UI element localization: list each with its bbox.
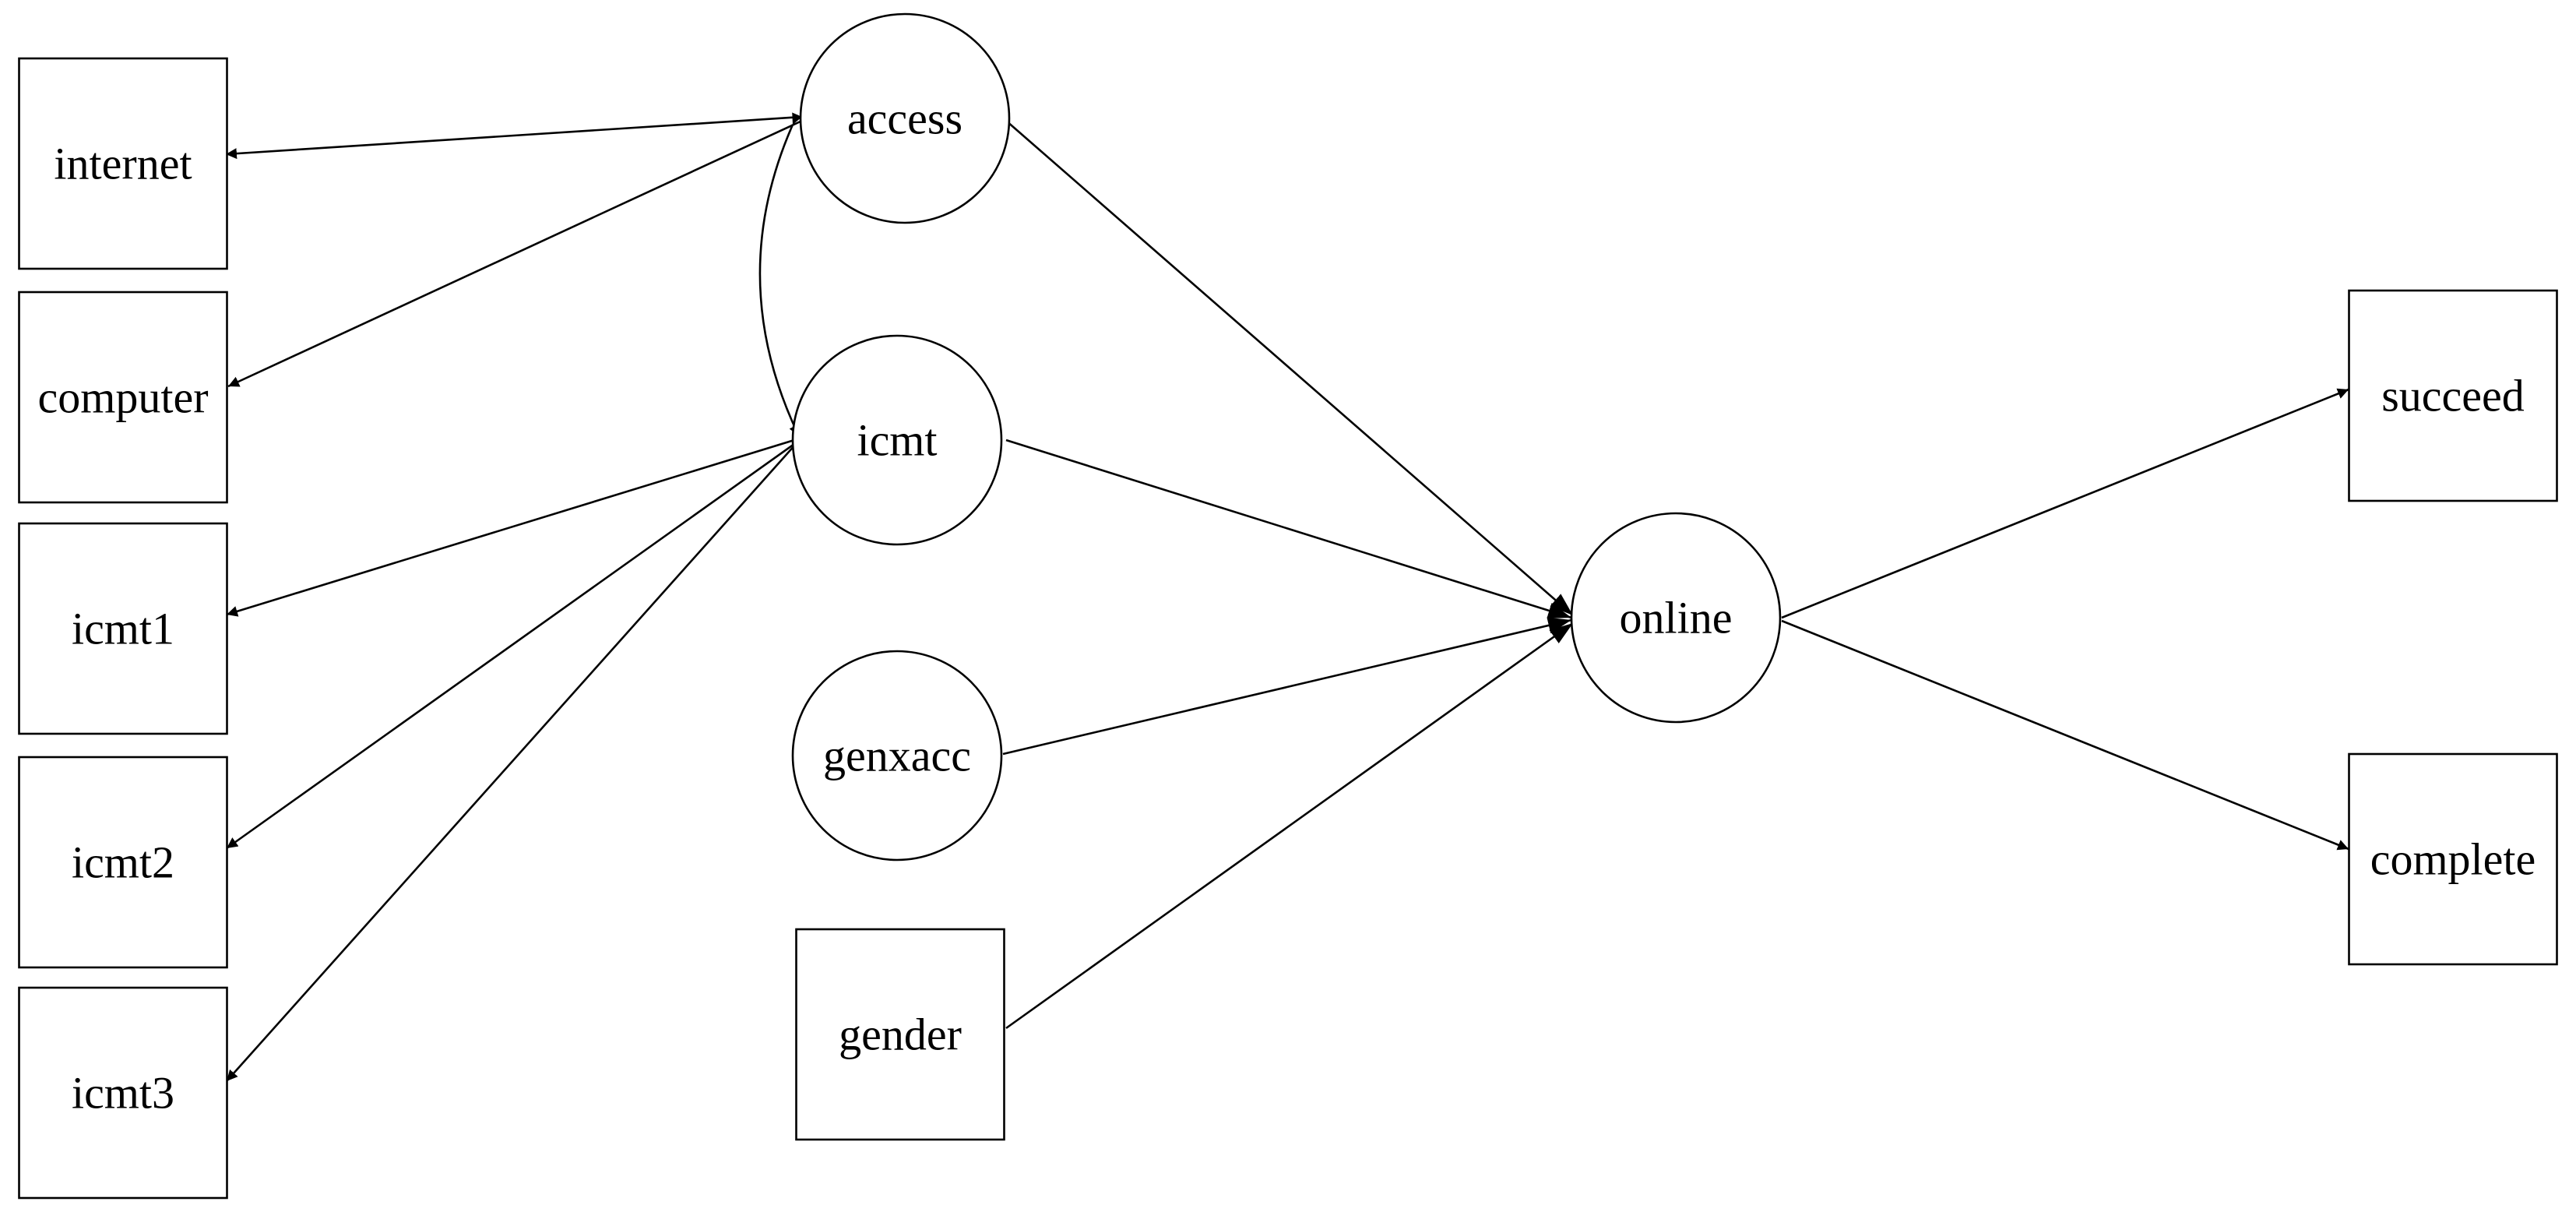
icmt2-label: icmt2 [72, 837, 174, 888]
computer-box [18, 291, 228, 504]
succeed-label: succeed [2381, 371, 2525, 421]
edge-icmt-to-icmt2 [226, 442, 795, 850]
icmt1-box [18, 522, 228, 735]
gender-label: gender [839, 1009, 962, 1060]
node-gender: gender [795, 928, 1005, 1141]
gender-box [795, 928, 1005, 1141]
node-access: access [799, 12, 1011, 224]
node-succeed: succeed [2348, 289, 2558, 502]
node-complete: complete [2348, 752, 2558, 966]
edge-online-to-succeed [1781, 388, 2349, 619]
access-label: access [847, 93, 962, 144]
edge-gender-to-online [1005, 622, 1574, 1030]
icmt-label: icmt [857, 415, 937, 466]
node-genxacc: genxacc [791, 650, 1003, 861]
node-internet: internet [18, 57, 228, 270]
edge-online-to-complete [1781, 619, 2349, 851]
edge-icmt-to-icmt3 [226, 443, 797, 1082]
icmt2-box [18, 756, 228, 969]
complete-box [2348, 752, 2558, 966]
icmt1-label: icmt1 [72, 604, 174, 654]
computer-label: computer [37, 372, 208, 423]
online-circle [1570, 512, 1782, 724]
node-icmt2: icmt2 [18, 756, 228, 969]
complete-label: complete [2370, 834, 2536, 885]
icmt-circle [791, 334, 1003, 546]
edges-layer [225, 112, 2349, 1082]
internet-box [18, 57, 228, 270]
edge-genxacc-to-online [1002, 617, 1572, 756]
covariance-access-icmt [758, 112, 803, 437]
nodes-layer: internet computer icmt1 icmt2 icmt3 access icm… [18, 12, 2558, 1200]
succeed-box [2348, 289, 2558, 502]
edge-access-to-online [1005, 120, 1574, 616]
edge-icmt-to-online [1005, 439, 1572, 619]
node-computer: computer [18, 291, 228, 504]
genxacc-circle [791, 650, 1003, 861]
access-circle [799, 12, 1011, 224]
node-online: online [1570, 512, 1782, 724]
icmt3-box [18, 986, 228, 1200]
online-label: online [1620, 593, 1733, 643]
genxacc-label: genxacc [823, 731, 971, 781]
icmt3-label: icmt3 [72, 1068, 174, 1119]
edge-access-to-computer [227, 119, 803, 388]
edge-access-to-internet [225, 115, 803, 160]
node-icmt1: icmt1 [18, 522, 228, 735]
internet-label: internet [54, 139, 192, 189]
node-icmt3: icmt3 [18, 986, 228, 1200]
node-icmt: icmt [791, 334, 1003, 546]
edge-icmt-to-icmt1 [226, 439, 795, 617]
